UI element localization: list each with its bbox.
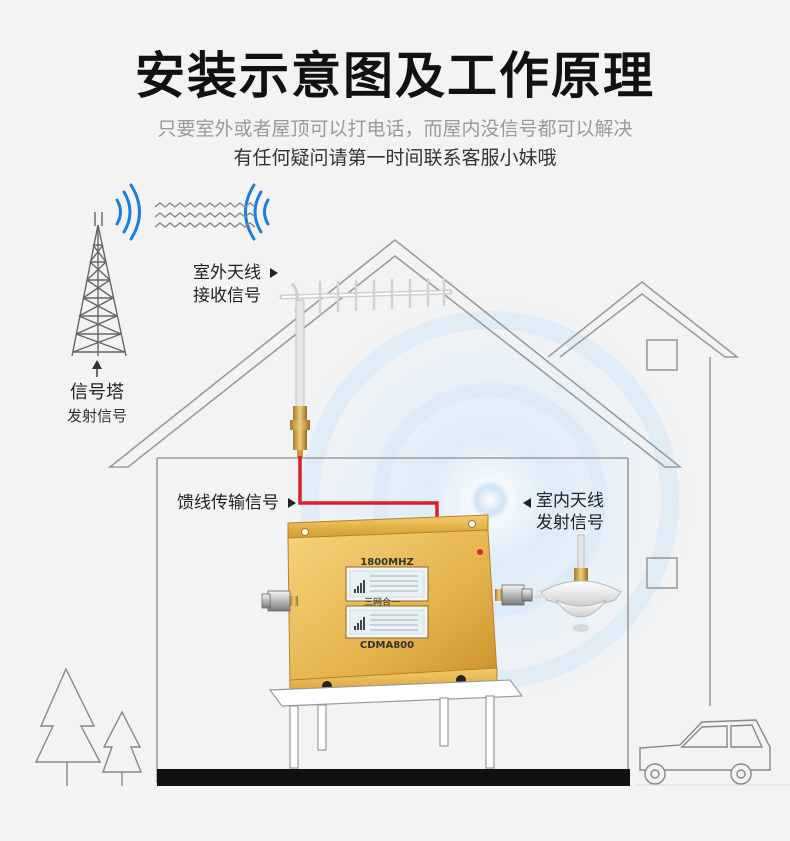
page-title: 安装示意图及工作原理 (135, 47, 655, 105)
indoor-antenna-label: 室内天线 (536, 491, 604, 511)
tower-arrow-icon (92, 360, 102, 377)
device-middle-label: 三网合一 (364, 596, 400, 608)
house-outline (107, 238, 740, 783)
device-band-top-label: 1800MHZ (360, 557, 413, 568)
device-stand (268, 679, 524, 769)
device-right-connector-icon (495, 584, 533, 606)
tower-signal-waves-icon (115, 183, 141, 241)
wireless-transmission-icon (154, 202, 256, 228)
outdoor-antenna-arrow-icon (270, 268, 278, 278)
signal-repeater-device: 1800MHZ 三网合一 CDMA800 (287, 514, 498, 707)
ground-slab (157, 769, 630, 786)
subtitle-line-1: 只要室外或者屋顶可以打电话，而屋内没信号都可以解决 (157, 118, 633, 140)
device-left-connector-icon (261, 590, 298, 612)
signal-tower-icon (71, 212, 127, 357)
outdoor-antenna-sublabel: 接收信号 (193, 286, 261, 306)
tree-large-icon (34, 667, 102, 786)
indoor-ceiling-antenna-icon (540, 534, 622, 632)
yagi-antenna-icon (279, 278, 453, 458)
feeder-cable (298, 456, 439, 523)
indoor-antenna-sublabel: 发射信号 (536, 513, 604, 533)
device-band-bottom-label: CDMA800 (360, 640, 414, 651)
outdoor-antenna-label: 室外天线 (193, 263, 261, 283)
feeder-label: 馈线传输信号 (177, 493, 279, 513)
tower-label: 信号塔 (70, 382, 124, 403)
tree-small-icon (102, 710, 143, 786)
feeder-arrow-icon (288, 498, 296, 508)
indoor-antenna-arrow-icon (523, 498, 531, 508)
car-icon (639, 719, 771, 785)
tower-sublabel: 发射信号 (67, 407, 128, 425)
antenna-signal-waves-icon (244, 183, 270, 241)
subtitle-line-2: 有任何疑问请第一时间联系客服小妹哦 (233, 147, 557, 169)
